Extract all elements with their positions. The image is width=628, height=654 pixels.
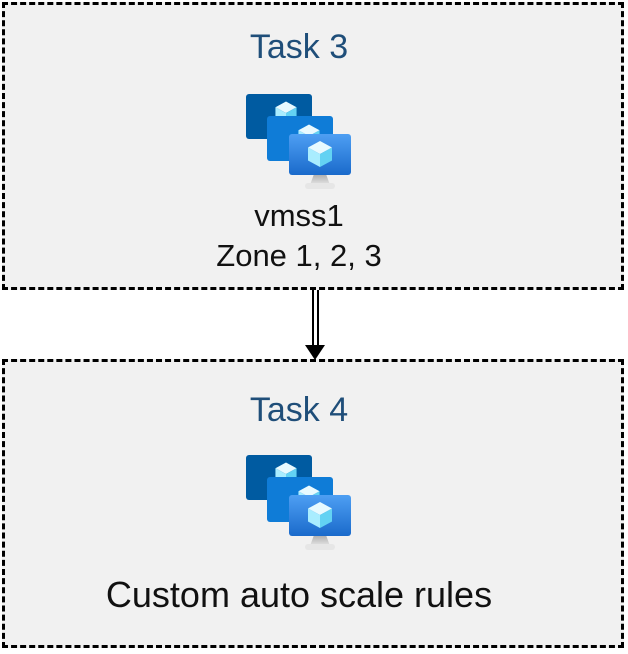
vmss-name-label: vmss1: [254, 198, 344, 233]
task3-title: Task 3: [249, 28, 349, 66]
vm-scale-sets-icon: [246, 94, 352, 190]
vm-scale-sets-icon: [246, 455, 352, 551]
down-arrow-connector: [305, 290, 325, 360]
task4-title: Task 4: [249, 391, 349, 429]
autoscale-rules-label: Custom auto scale rules: [105, 574, 493, 615]
task4-box: Task 4 Custom auto scale rules: [2, 359, 624, 648]
task3-box: Task 3 vmss1 Zone 1, 2, 3: [2, 2, 624, 290]
task3-caption: vmss1 Zone 1, 2, 3: [216, 196, 381, 276]
zones-label: Zone 1, 2, 3: [216, 238, 382, 273]
